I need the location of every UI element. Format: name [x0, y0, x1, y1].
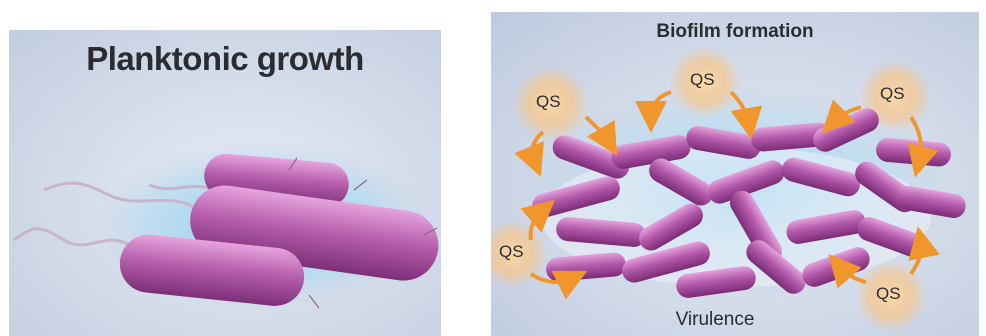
qs-label: QS — [876, 284, 901, 304]
qs-label: QS — [690, 70, 715, 90]
qs-label: QS — [880, 84, 905, 104]
qs-label: QS — [499, 242, 524, 262]
planktonic-panel: Planktonic growth — [9, 30, 441, 336]
virulence-label: Virulence — [491, 309, 979, 331]
qs-label: QS — [536, 92, 561, 112]
planktonic-illustration — [9, 30, 441, 336]
biofilm-panel: Biofilm formation — [491, 12, 979, 336]
biofilm-illustration — [491, 12, 979, 336]
